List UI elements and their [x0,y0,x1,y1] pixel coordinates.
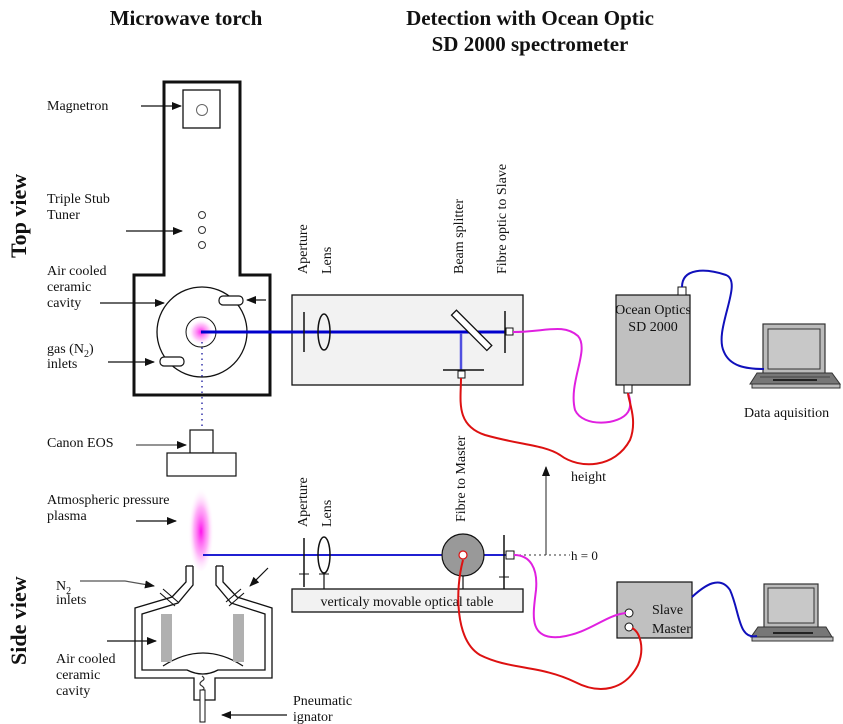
lens-top [317,313,331,351]
label-h0: h = 0 [571,548,598,563]
label-side-view: Side view [6,576,31,665]
ocean-optics-sd2000 [615,294,691,386]
usb-cable-side [691,581,758,638]
optical-table [291,588,524,613]
master-fibre-connector-top [457,370,466,379]
laptop-data-acquisition [749,323,841,389]
fibre-cable-master-side [457,559,643,690]
label-cavity-line2: ceramic [47,280,91,295]
label-n2-inlets-line1: N2 [56,579,71,597]
triple-stub-tuner [198,211,206,249]
magnetron [182,89,221,129]
label-lens-side: Lens [320,500,335,527]
laptop-side [750,583,834,642]
label-magnetron: Magnetron [47,99,108,114]
label-side-cavity-line3: cavity [56,684,90,699]
label-lens-top: Lens [320,247,335,274]
title-microwave-torch: Microwave torch [110,6,263,30]
arrow-n2-left [80,580,155,589]
label-ignitor-line1: Pneumatic [293,694,352,709]
label-top-view: Top view [6,174,31,258]
fibre-input-port [623,384,633,394]
label-data-acquisition: Data aquisition [744,406,829,421]
optical-bench-top [291,294,524,386]
label-tuner-line2: Tuner [47,208,80,223]
arrow-n2-right [249,567,269,587]
label-gas-inlets-line2: inlets [47,357,77,372]
label-canon-eos: Canon EOS [47,436,114,451]
label-side-cavity-line2: ceramic [56,668,100,683]
label-plasma-line1: Atmospheric pressure [47,493,169,508]
usb-port [677,286,687,296]
label-master: Master [652,622,691,637]
label-spectrometer-line1: Ocean Optics [615,303,691,318]
title-detection-line2: SD 2000 spectrometer [432,32,629,56]
fibre-cable-slave-side [513,554,627,639]
pneumatic-ignitor [199,675,206,723]
n2-inlet-pipes [159,588,245,607]
slave-fibre-connector-side [505,550,515,560]
gas-inlet-top-left [159,356,185,367]
label-plasma-line2: plasma [47,509,87,524]
atmospheric-plasma-plume [188,483,214,571]
label-tuner-line1: Triple Stub [47,192,110,207]
label-side-cavity-line1: Air cooled [56,652,115,667]
label-spectrometer-line2: SD 2000 [628,320,677,335]
slave-fibre-connector-top [505,327,514,336]
label-fibre-to-slave: Fibre optic to Slave [495,164,510,274]
gas-inlet-top-right [218,295,244,306]
ceramic-wall-right [233,614,244,662]
label-gas-inlets-line1: gas (N2) [47,342,94,360]
label-aperture-side: Aperture [296,477,311,527]
label-beam-splitter: Beam splitter [452,199,467,274]
label-cavity-line3: cavity [47,296,81,311]
usb-cable-top [681,269,765,370]
label-ignitor-line2: ignator [293,710,333,724]
label-optical-table: verticaly movable optical table [321,595,494,610]
label-n2-inlets-line2: inlets [56,593,86,608]
label-slave: Slave [652,603,683,618]
fibre-cable-slave [512,327,632,424]
label-aperture-top: Aperture [296,224,311,274]
slave-port [624,608,634,618]
master-port [624,622,634,632]
canon-eos-camera [166,429,237,477]
fibre-cable-master-top [459,377,635,466]
master-fibre-port-side [458,550,468,560]
label-fibre-to-master: Fibre to Master [454,435,469,522]
label-height: height [571,470,606,485]
beam-splitter [450,309,493,352]
title-detection-line1: Detection with Ocean Optic [406,6,654,30]
ceramic-wall-left [161,614,172,662]
label-cavity-line1: Air cooled [47,264,106,279]
